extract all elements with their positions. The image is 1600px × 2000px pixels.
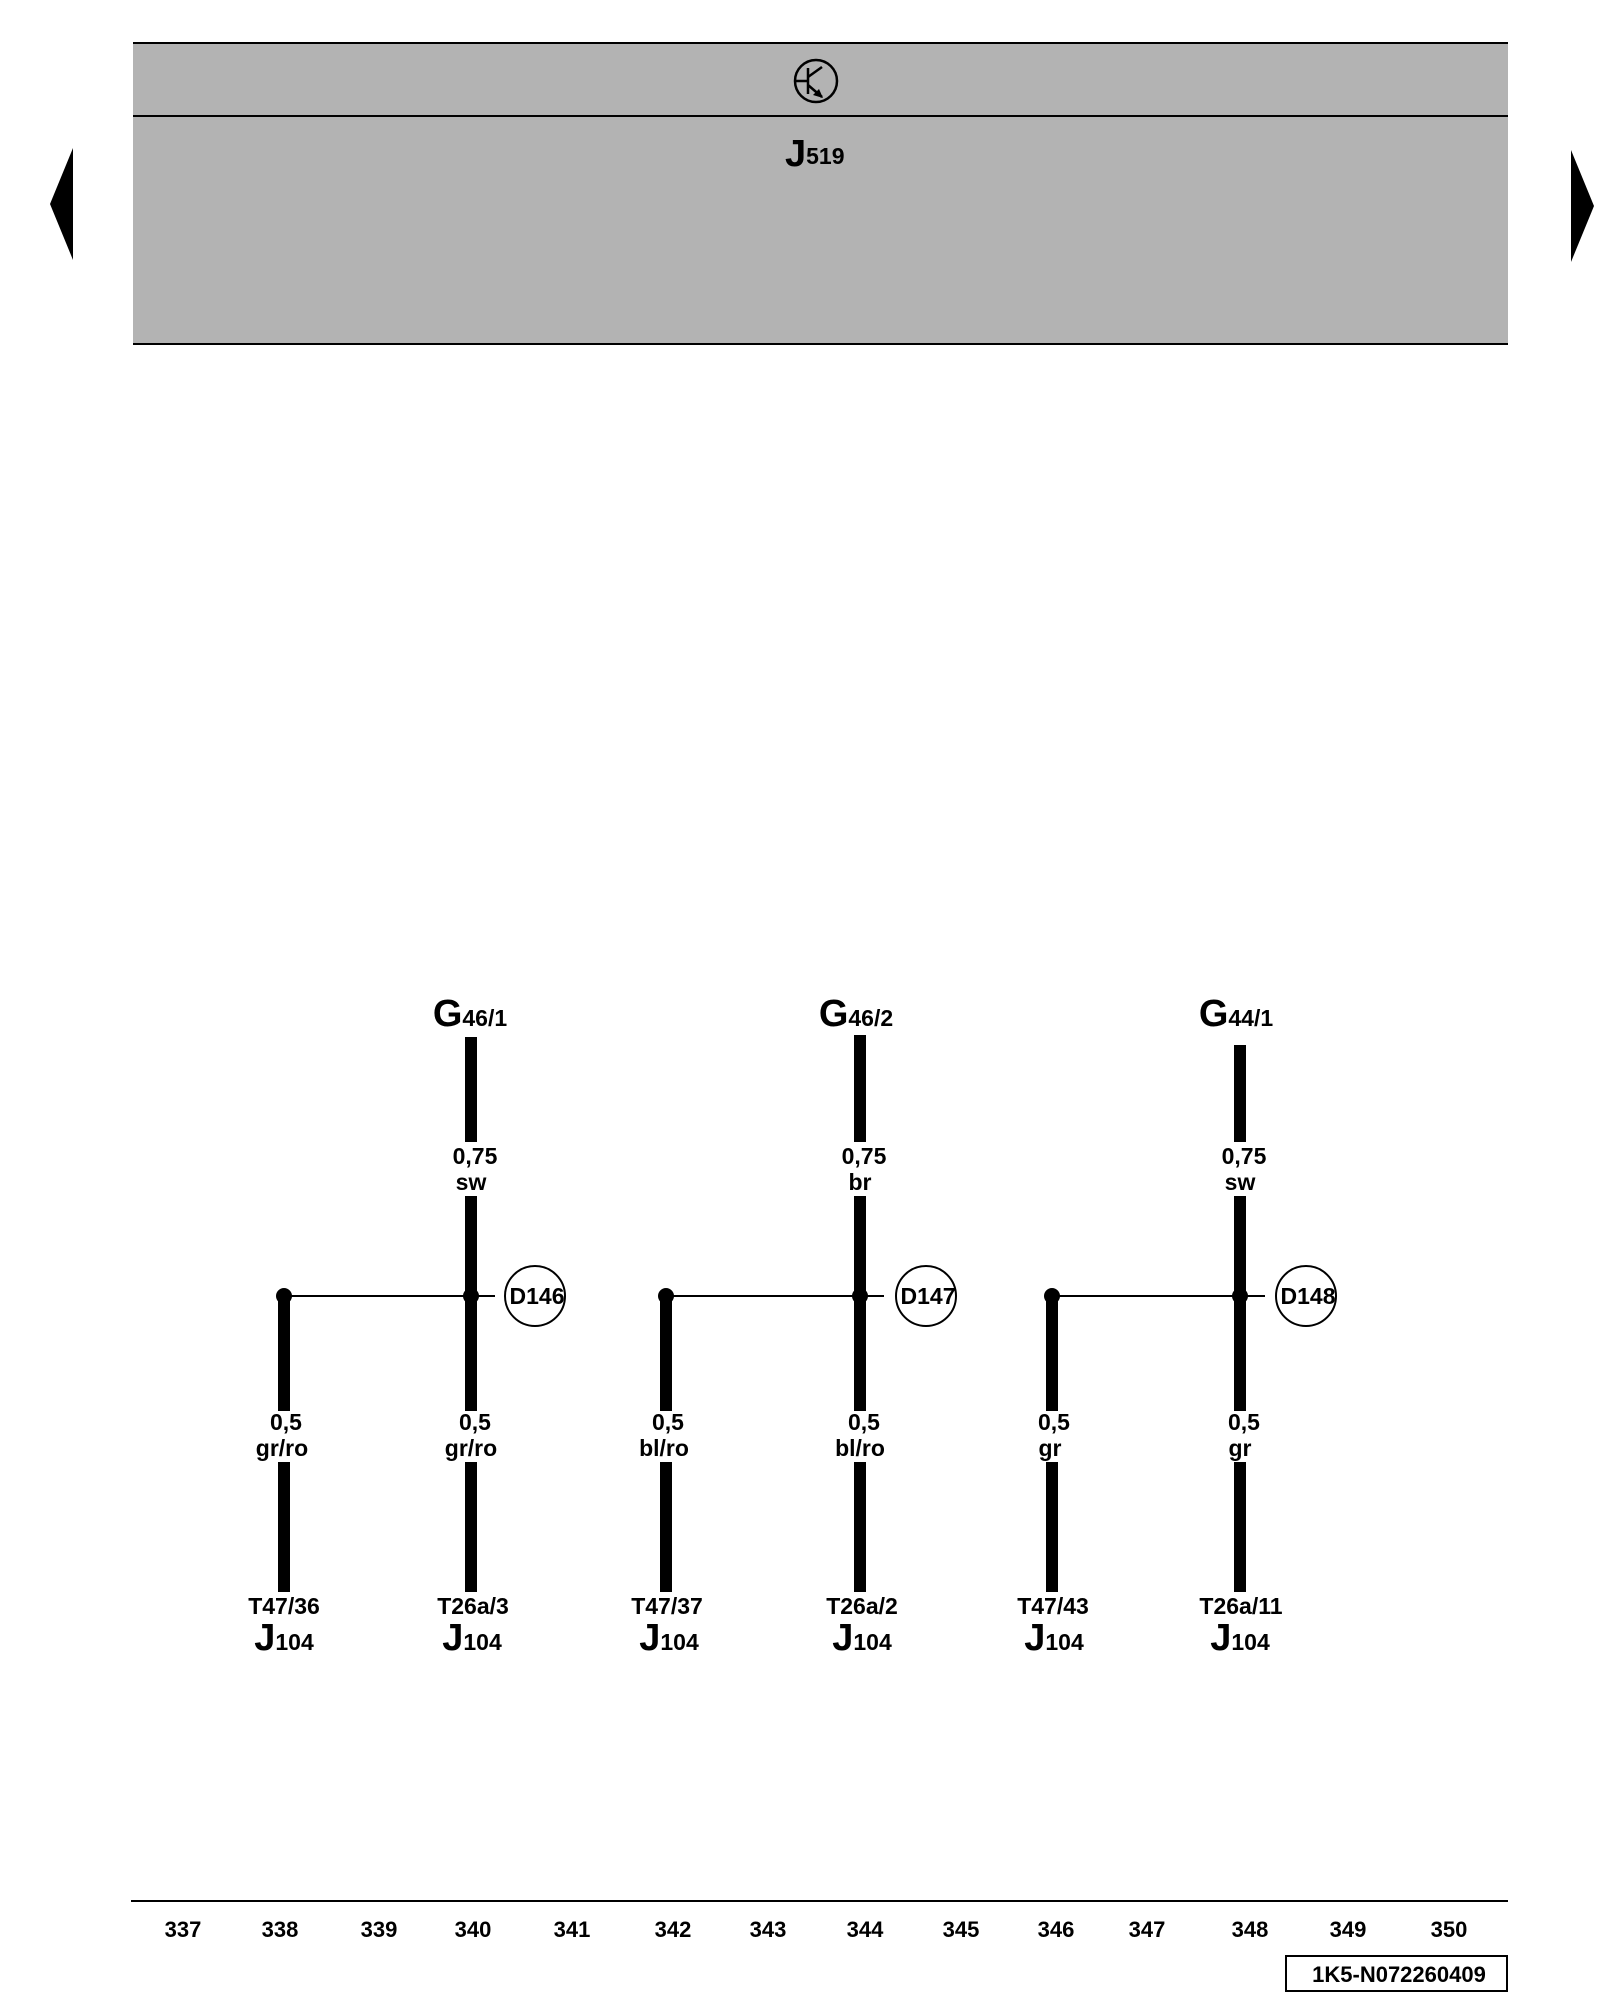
prev-page-arrow[interactable] xyxy=(50,148,73,260)
ruler-number: 342 xyxy=(655,1917,692,1942)
page-ruler: 337 338 339 340 341 342 343 344 345 346 … xyxy=(131,1900,1508,1942)
document-code: 1K5-N072260409 xyxy=(1312,1962,1486,1987)
left-pin-label: T47/43 xyxy=(1017,1593,1089,1619)
right-dest-label: J104 xyxy=(442,1617,502,1659)
circuit-group-3: G44/1 0,75 sw D148 0,5 gr T47/43 J104 0,… xyxy=(1017,993,1337,1659)
splice-dot-right xyxy=(852,1288,868,1304)
connector-label: D148 xyxy=(1281,1283,1336,1309)
left-dest-label: J104 xyxy=(1024,1617,1084,1659)
document-code-frame xyxy=(1285,1955,1508,1992)
left-wire-lower xyxy=(278,1462,290,1592)
module-label: J519 xyxy=(785,133,845,175)
splice-dot-right xyxy=(1232,1288,1248,1304)
left-wire-upper xyxy=(1046,1296,1058,1411)
top-wire-size: 0,75 xyxy=(842,1143,887,1169)
top-wire-color: br xyxy=(849,1169,872,1195)
module-label-sub: 519 xyxy=(806,143,844,169)
document-code-box: 1K5-N072260409 xyxy=(1285,1955,1508,1992)
module-label-main: J xyxy=(785,133,806,175)
ruler-number: 347 xyxy=(1129,1917,1166,1942)
left-wire-color: bl/ro xyxy=(639,1435,689,1461)
ruler-number: 344 xyxy=(847,1917,884,1942)
right-dest-label: J104 xyxy=(1210,1617,1270,1659)
left-wire-size: 0,5 xyxy=(652,1409,684,1435)
ruler-number: 348 xyxy=(1232,1917,1269,1942)
left-wire-lower xyxy=(1046,1462,1058,1592)
left-dest-label: J104 xyxy=(639,1617,699,1659)
left-pin-label: T47/37 xyxy=(631,1593,703,1619)
header-background xyxy=(133,43,1508,344)
top-wire xyxy=(465,1037,477,1142)
ruler-number: 345 xyxy=(943,1917,980,1942)
right-wire-size: 0,5 xyxy=(459,1409,491,1435)
top-wire xyxy=(854,1035,866,1142)
left-dest-label: J104 xyxy=(254,1617,314,1659)
sensor-label: G46/1 xyxy=(433,993,508,1035)
next-page-arrow[interactable] xyxy=(1571,150,1594,262)
ruler-number: 350 xyxy=(1431,1917,1468,1942)
left-wire-color: gr xyxy=(1039,1435,1062,1461)
right-wire-color: gr xyxy=(1229,1435,1252,1461)
right-wire-color: bl/ro xyxy=(835,1435,885,1461)
ruler-number: 337 xyxy=(165,1917,202,1942)
ruler-number: 338 xyxy=(262,1917,299,1942)
circuit-group-1: G46/1 0,75 sw D146 0,5 gr/ro T47/36 J104… xyxy=(248,993,566,1659)
right-wire-size: 0,5 xyxy=(848,1409,880,1435)
ruler-number: 343 xyxy=(750,1917,787,1942)
right-wire-lower xyxy=(465,1462,477,1592)
connector-circle xyxy=(1275,1265,1337,1327)
ruler-number: 340 xyxy=(455,1917,492,1942)
right-pin-label: T26a/11 xyxy=(1199,1593,1282,1619)
left-wire-size: 0,5 xyxy=(270,1409,302,1435)
right-wire-size: 0,5 xyxy=(1228,1409,1260,1435)
top-wire-size: 0,75 xyxy=(453,1143,498,1169)
left-wire-size: 0,5 xyxy=(1038,1409,1070,1435)
left-wire-upper xyxy=(278,1296,290,1411)
right-pin-label: T26a/2 xyxy=(826,1593,898,1619)
top-wire-color: sw xyxy=(456,1169,487,1195)
right-pin-label: T26a/3 xyxy=(437,1593,509,1619)
top-wire-color: sw xyxy=(1225,1169,1256,1195)
circuit-group-2: G46/2 0,75 br D147 0,5 bl/ro T47/37 J104… xyxy=(631,993,957,1659)
transistor-symbol-icon xyxy=(793,58,839,104)
connector-circle xyxy=(504,1265,566,1327)
top-wire xyxy=(1234,1045,1246,1142)
connector-label: D146 xyxy=(510,1283,565,1309)
right-wire-lower xyxy=(1234,1462,1246,1592)
connector-circle xyxy=(895,1265,957,1327)
left-wire-upper xyxy=(660,1296,672,1411)
connector-label: D147 xyxy=(901,1283,956,1309)
top-wire-size: 0,75 xyxy=(1222,1143,1267,1169)
left-wire-color: gr/ro xyxy=(256,1435,308,1461)
right-wire-color: gr/ro xyxy=(445,1435,497,1461)
right-wire-lower xyxy=(854,1462,866,1592)
splice-dot-right xyxy=(463,1288,479,1304)
left-wire-lower xyxy=(660,1462,672,1592)
module-header: J519 xyxy=(133,42,1508,345)
ruler-number: 349 xyxy=(1330,1917,1367,1942)
sensor-label: G44/1 xyxy=(1199,993,1274,1035)
sensor-label: G46/2 xyxy=(819,993,893,1035)
right-dest-label: J104 xyxy=(832,1617,892,1659)
ruler-number: 339 xyxy=(361,1917,398,1942)
left-pin-label: T47/36 xyxy=(248,1593,320,1619)
ruler-number: 346 xyxy=(1038,1917,1075,1942)
ruler-number: 341 xyxy=(554,1917,591,1942)
